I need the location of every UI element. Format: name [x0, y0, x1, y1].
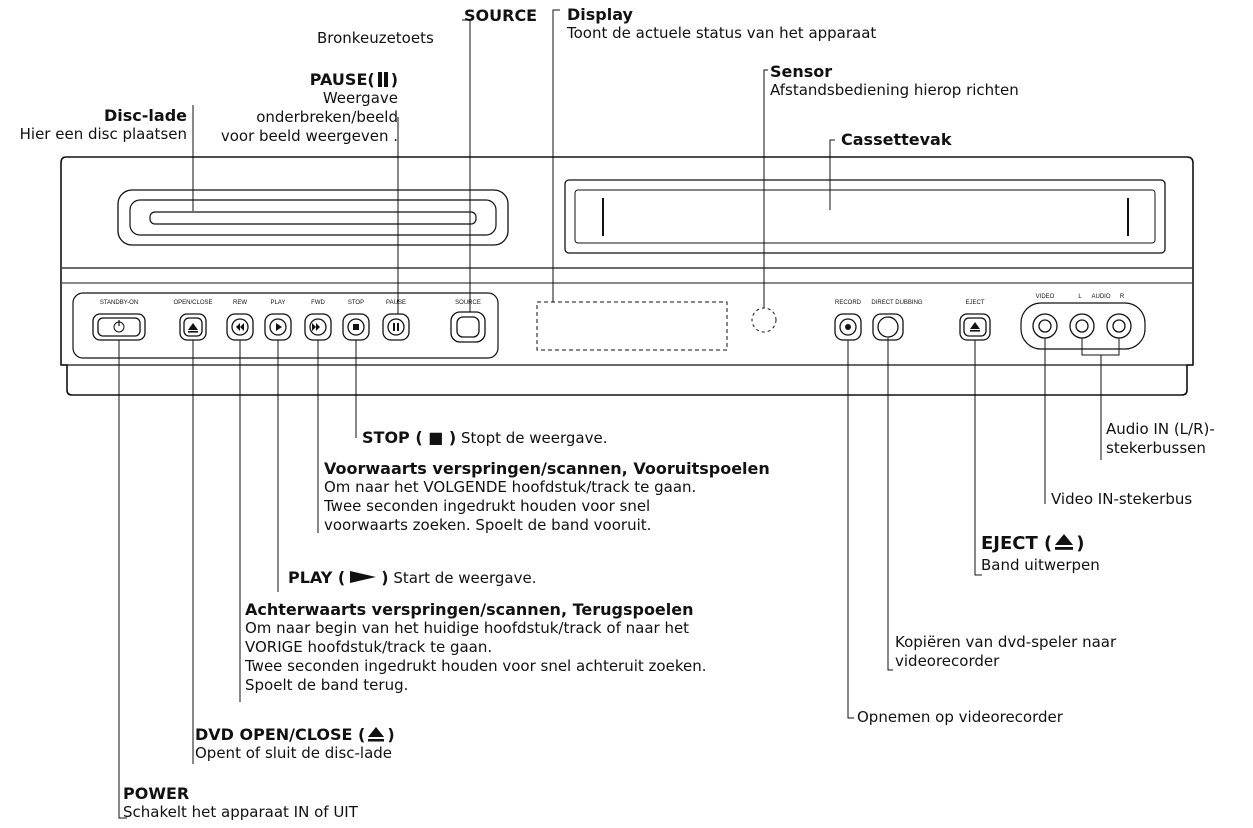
label-dubbing: Kopiëren van dvd-speler naar videorecord… [895, 633, 1116, 671]
panel-label-source: SOURCE [455, 300, 481, 306]
label-pause-desc2: onderbreken/beeld [256, 108, 398, 126]
panel-label-record: RECORD [835, 300, 862, 306]
panel-label-open-close: OPEN/CLOSE [173, 300, 212, 306]
leader-source [462, 19, 471, 312]
label-eject: EJECT () Band uitwerpen [981, 532, 1100, 575]
label-open-close-desc: Opent of sluit de disc-lade [195, 744, 393, 762]
label-record-desc: Opnemen op videorecorder [857, 708, 1063, 726]
label-eject-title-text: EJECT ( [981, 533, 1053, 554]
cassette-slot [564, 179, 1166, 254]
leader-record [847, 340, 854, 719]
label-pause-desc1: Weergave [322, 89, 398, 107]
label-rew: Achterwaarts verspringen/scannen, Terugs… [245, 600, 706, 695]
panel-label-audio-r: R [1120, 294, 1125, 300]
label-eject-desc: Band uitwerpen [981, 556, 1100, 574]
label-cassette: Cassettevak [841, 130, 951, 149]
panel-label-video: VIDEO [1036, 294, 1055, 300]
label-fwd-desc3: voorwaarts zoeken. Spoelt de band voorui… [324, 516, 652, 534]
source-button [450, 311, 486, 343]
remote-sensor [751, 307, 777, 333]
label-pause: PAUSE() Weergave onderbreken/beeld voor … [221, 70, 398, 146]
leader-power [118, 340, 127, 819]
audio-r-jack [1106, 313, 1132, 339]
panel-label-stop: STOP [348, 300, 364, 306]
panel-label-audio: AUDIO [1091, 294, 1110, 300]
panel-label-direct-dubbing: DIRECT DUBBING [871, 300, 923, 306]
label-cassette-title: Cassettevak [841, 130, 952, 149]
label-open-close-title-end: ) [387, 725, 395, 744]
label-rew-desc1: Om naar begin van het huidige hoofdstuk/… [245, 619, 690, 637]
label-video-in-desc: Video IN-stekerbus [1051, 490, 1193, 508]
label-power-title: POWER [123, 784, 190, 803]
label-rew-title: Achterwaarts verspringen/scannen, Terugs… [245, 600, 694, 619]
label-power-desc: Schakelt het apparaat IN of UIT [123, 803, 358, 821]
label-fwd: Voorwaarts verspringen/scannen, Vooruits… [324, 459, 770, 535]
label-sensor-desc: Afstandsbediening hierop richten [770, 81, 1019, 99]
label-disc-tray-desc: Hier een disc plaatsen [19, 125, 187, 143]
label-display-desc: Toont de actuele status van het apparaat [567, 24, 877, 42]
panel-label-pause: PAUSE [386, 300, 406, 306]
label-stop-title: STOP ( ■ ) [362, 428, 457, 447]
label-dubbing-desc2: videorecorder [895, 652, 1000, 670]
label-display: Display Toont de actuele status van het … [567, 5, 876, 43]
label-play-title-end: ) [381, 568, 389, 587]
label-fwd-title: Voorwaarts verspringen/scannen, Vooruits… [324, 459, 770, 478]
label-open-close-title-text: DVD OPEN/CLOSE ( [195, 725, 366, 744]
panel-label-fwd: FWD [311, 300, 325, 306]
display-window [536, 301, 728, 351]
leader-dubbing [887, 338, 893, 671]
leader-sensor [763, 69, 768, 308]
label-audio-in-desc2: stekerbussen [1106, 439, 1206, 457]
label-eject-title: EJECT () [981, 532, 1100, 556]
panel-label-rew: REW [233, 300, 247, 306]
label-stop: STOP ( ■ ) Stopt de weergave. [362, 428, 607, 448]
label-rew-desc4: Spoelt de band terug. [245, 676, 409, 694]
label-source-desc-text: Bronkeuzetoets [317, 29, 434, 47]
device-body [60, 156, 1194, 396]
audio-l-jack [1069, 313, 1095, 339]
label-audio-in-desc1: Audio IN (L/R)- [1106, 420, 1215, 438]
label-disc-tray: Disc-lade Hier een disc plaatsen [20, 106, 187, 144]
panel-label-standby: STANDBY-ON [100, 300, 138, 306]
panel-label-play: PLAY [271, 300, 286, 306]
label-open-close: DVD OPEN/CLOSE () Opent of sluit de disc… [195, 725, 395, 763]
label-sensor: Sensor Afstandsbediening hierop richten [770, 62, 1019, 100]
video-jack [1032, 313, 1058, 339]
label-power: POWER Schakelt het apparaat IN of UIT [123, 784, 358, 822]
label-pause-title-end: ) [390, 70, 398, 89]
label-eject-title-end: ) [1076, 533, 1085, 554]
label-dubbing-desc1: Kopiëren van dvd-speler naar [895, 633, 1117, 651]
label-play-title: PLAY () [288, 568, 389, 587]
panel-label-eject: EJECT [965, 300, 984, 306]
pause-button [382, 313, 410, 341]
label-video-in: Video IN-stekerbus [1051, 490, 1192, 509]
leader-eject [974, 340, 982, 576]
label-stop-desc: Stopt de weergave. [461, 429, 608, 447]
label-fwd-desc1: Om naar het VOLGENDE hoofdstuk/track te … [324, 478, 697, 496]
label-open-close-title: DVD OPEN/CLOSE () [195, 725, 395, 744]
label-record: Opnemen op videorecorder [857, 708, 1063, 727]
disc-tray [117, 189, 509, 246]
label-source-desc: Bronkeuzetoets [317, 29, 434, 48]
label-pause-title-text: PAUSE( [309, 70, 375, 89]
leader-display [552, 9, 560, 302]
label-display-title: Display [567, 5, 633, 24]
label-disc-tray-title: Disc-lade [104, 106, 187, 125]
label-source: SOURCE [464, 6, 537, 25]
label-play-desc: Start de weergave. [393, 569, 537, 587]
label-pause-desc3: voor beeld weergeven . [220, 127, 398, 145]
label-sensor-title: Sensor [770, 62, 833, 81]
label-fwd-desc2: Twee seconden ingedrukt houden voor snel [324, 497, 651, 515]
panel-label-audio-l: L [1078, 294, 1082, 300]
label-play-title-text: PLAY ( [288, 568, 346, 587]
label-rew-desc3: Twee seconden ingedrukt houden voor snel… [245, 657, 707, 675]
label-source-title: SOURCE [464, 6, 538, 25]
label-pause-title: PAUSE() [221, 70, 398, 89]
label-rew-desc2: VORIGE hoofdstuk/track te gaan. [245, 638, 493, 656]
leader-cassette [829, 139, 835, 210]
label-audio-in: Audio IN (L/R)- stekerbussen [1106, 420, 1215, 458]
label-play: PLAY () Start de weergave. [288, 568, 537, 588]
